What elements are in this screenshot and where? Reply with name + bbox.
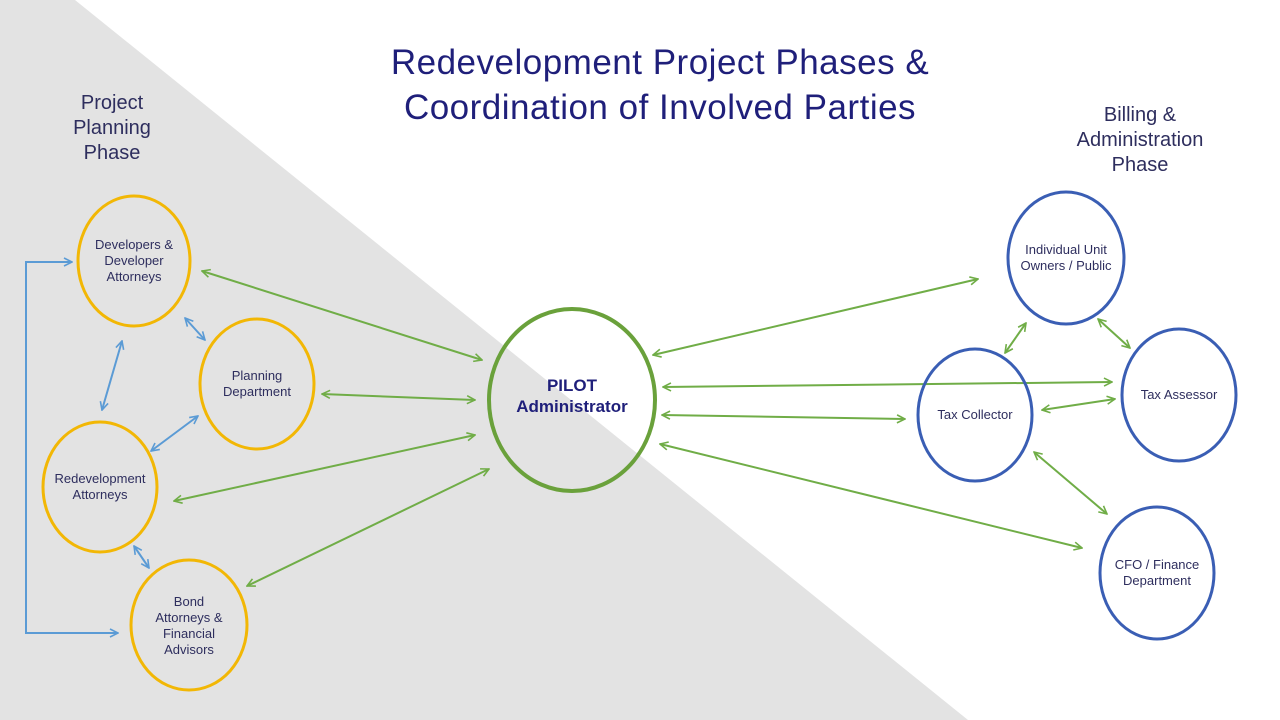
tax-collector-node — [916, 347, 1034, 483]
cfo-label: CFO / Finance Department — [1114, 557, 1200, 588]
arrow-pilot-tax-assessor — [663, 382, 1112, 387]
arrow-redevelopment-bond — [134, 546, 149, 568]
arrow-tax-collector-cfo — [1034, 452, 1107, 514]
arrow-developers-planning — [185, 318, 205, 340]
arrow-unit-owners-tax-collector — [1005, 323, 1026, 353]
tax-assessor-label: Tax Assessor — [1140, 387, 1218, 402]
tax-assessor-node — [1120, 327, 1238, 463]
title-line-2: Coordination of Involved Parties — [403, 88, 917, 127]
arrow-bond-pilot — [247, 469, 489, 586]
developers-node — [76, 194, 192, 328]
pilot-administrator-node — [487, 307, 657, 493]
pilot-administrator-label: PILOT Administrator — [516, 376, 628, 416]
redevelopment-attorneys-label: Redevelopment Attorneys — [54, 471, 146, 502]
title-line-1: Redevelopment Project Phases & — [390, 43, 930, 82]
unit-owners-node — [1006, 190, 1126, 326]
bond-attorneys-label: Bond Attorneys & Financial Advisors — [155, 594, 223, 657]
bond-attorneys-node — [129, 558, 249, 692]
tax-collector-label: Tax Collector — [937, 407, 1013, 422]
unit-owners-label: Individual Unit Owners / Public — [1020, 242, 1112, 273]
arrow-developers-pilot — [202, 271, 482, 360]
arrow-unit-owners-tax-assessor — [1098, 319, 1130, 348]
planning-department-node — [198, 317, 316, 451]
billing-phase-label: Billing & Administration Phase — [1076, 104, 1204, 176]
cfo-node — [1098, 505, 1216, 641]
arrow-bracket-developers-bond — [25, 262, 118, 633]
planning-department-label: Planning Department — [223, 368, 291, 399]
arrow-planning-redevelopment — [151, 416, 198, 451]
slide-title: Redevelopment Project Phases & Coordinat… — [330, 40, 990, 130]
planning-phase-label: Project Planning Phase — [73, 92, 151, 164]
arrow-redevelopment-pilot — [174, 435, 475, 501]
arrow-planning-pilot — [322, 394, 475, 400]
arrow-pilot-cfo — [660, 444, 1082, 548]
developers-label: Developers & Developer Attorneys — [94, 237, 174, 284]
arrow-tax-collector-tax-assessor — [1042, 399, 1115, 410]
arrow-pilot-tax-collector — [662, 415, 905, 419]
arrow-pilot-unit-owners — [653, 279, 978, 355]
redevelopment-attorneys-node — [41, 420, 159, 554]
